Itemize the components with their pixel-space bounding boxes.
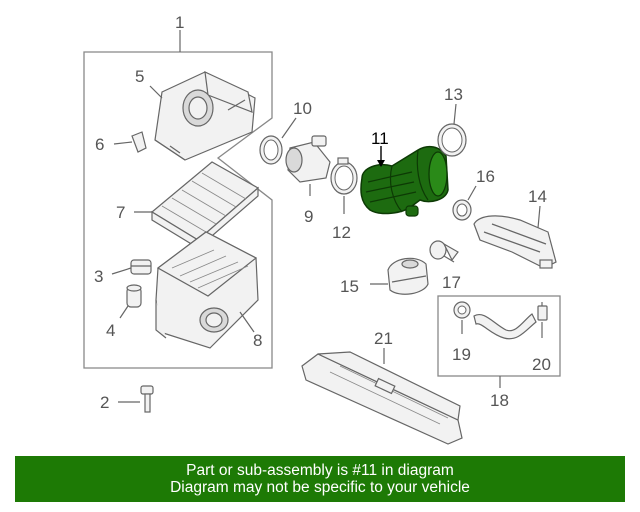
callout-16: 16 bbox=[476, 167, 495, 186]
callout-7: 7 bbox=[116, 203, 125, 222]
clamp-19 bbox=[453, 301, 471, 319]
callout-11: 11 bbox=[371, 129, 389, 148]
banner-line-2: Diagram may not be specific to your vehi… bbox=[170, 479, 470, 496]
callout-5: 5 bbox=[135, 67, 144, 86]
breather-hose bbox=[473, 313, 537, 340]
connector bbox=[537, 302, 548, 321]
callout-15: 15 bbox=[340, 277, 359, 296]
callout-1: 1 bbox=[175, 13, 184, 32]
grommet bbox=[130, 259, 152, 275]
clip bbox=[131, 131, 147, 153]
mass-air-flow-sensor bbox=[285, 135, 331, 183]
callout-14: 14 bbox=[528, 187, 547, 206]
callout-9: 9 bbox=[304, 207, 313, 226]
callout-3: 3 bbox=[94, 267, 103, 286]
assembly-1-frame bbox=[83, 51, 273, 369]
bolt bbox=[140, 385, 154, 413]
callout-19: 19 bbox=[452, 345, 471, 364]
air-cleaner-lower-case bbox=[155, 231, 259, 349]
callout-4: 4 bbox=[106, 321, 115, 340]
air-intake-duct-highlighted bbox=[360, 145, 449, 217]
assembly-18-frame bbox=[437, 295, 561, 377]
air-guide-duct bbox=[301, 351, 463, 445]
parts-diagram: 1 5 6 7 3 4 bbox=[83, 13, 561, 445]
callout-18: 18 bbox=[490, 391, 509, 410]
intake-resonator-duct bbox=[473, 215, 557, 269]
info-banner: Part or sub-assembly is #11 in diagram D… bbox=[15, 456, 625, 502]
callout-2: 2 bbox=[100, 393, 109, 412]
callout-6: 6 bbox=[95, 135, 104, 154]
banner-line-1: Part or sub-assembly is #11 in diagram bbox=[186, 462, 454, 479]
callout-10: 10 bbox=[293, 99, 312, 118]
callout-8: 8 bbox=[253, 331, 262, 350]
callout-17: 17 bbox=[442, 273, 461, 292]
callout-13: 13 bbox=[444, 85, 463, 104]
callout-12: 12 bbox=[332, 223, 351, 242]
hose-clamp bbox=[330, 157, 358, 195]
hose-clamp-large bbox=[437, 123, 467, 157]
air-cleaner-cover bbox=[154, 70, 256, 161]
callout-21: 21 bbox=[374, 329, 393, 348]
gasket bbox=[259, 135, 283, 165]
small-clamp bbox=[452, 199, 472, 221]
clamp bbox=[429, 240, 459, 262]
callout-20: 20 bbox=[532, 355, 551, 374]
resonator bbox=[387, 257, 429, 295]
insulator bbox=[126, 284, 142, 308]
